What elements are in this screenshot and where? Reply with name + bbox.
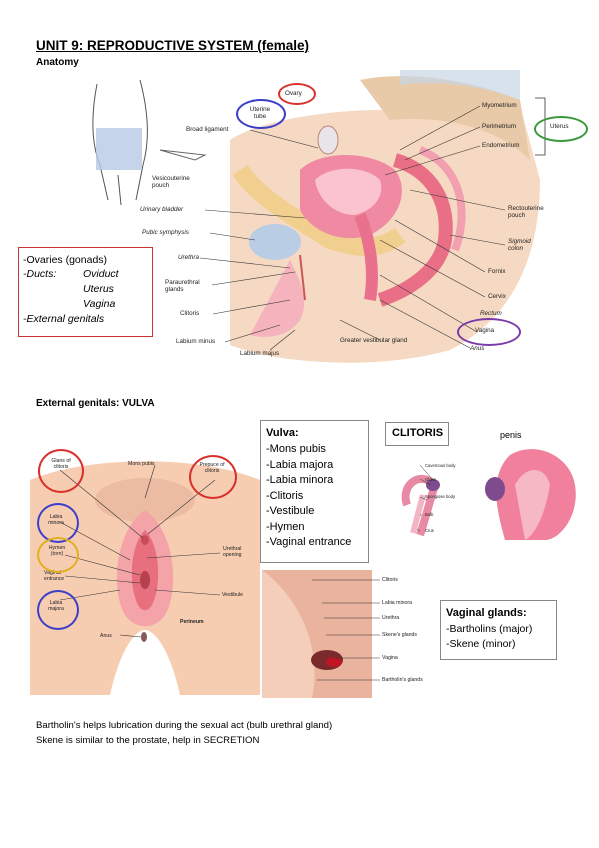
vulva-item: -Mons pubis bbox=[266, 443, 326, 455]
vagina-highlight-circle bbox=[457, 318, 521, 346]
vulva-illustration bbox=[30, 461, 260, 695]
label-pubic-symphysis: Pubic symphysis bbox=[142, 229, 189, 236]
label-clitoris: Clitoris bbox=[180, 310, 200, 317]
prepuce-highlight-circle bbox=[189, 455, 237, 499]
glands-item-skene: -Skene (minor) bbox=[446, 638, 516, 650]
label-vaginal-entrance: Vaginal entrance bbox=[44, 570, 65, 582]
label-mons-pubis: Mons pubis bbox=[128, 461, 155, 467]
label-anus: Anus bbox=[470, 345, 485, 352]
clitoris-label: Spongiose body bbox=[425, 494, 456, 499]
vulva-parts-box: Vulva: -Mons pubis -Labia majora -Labia … bbox=[260, 420, 369, 563]
label-sigmoid-colon: Sigmoid colon bbox=[508, 238, 531, 252]
clitoris-label: Crus bbox=[425, 528, 434, 533]
label-urethra: Urethra bbox=[178, 254, 199, 261]
photo-label-skenes-glands: Skene's glands bbox=[382, 632, 418, 638]
note-skene: Skene is similar to the prostate, help i… bbox=[36, 735, 260, 746]
vulva-item: -Vestibule bbox=[266, 505, 315, 517]
label-vestibule: Vestibule bbox=[222, 592, 244, 598]
photo-label-labia-minora: Labia minora bbox=[382, 600, 412, 606]
vulva-item: -Vaginal entrance bbox=[266, 536, 352, 548]
vulva-box-title: Vulva: bbox=[266, 427, 299, 439]
vulva-box-list: -Mons pubis -Labia majora -Labia minora … bbox=[266, 442, 351, 551]
summary-external-genitals: -External genitals bbox=[23, 313, 105, 325]
label-urethral-opening: Urethral opening bbox=[223, 546, 242, 558]
label-endometrium: Endometrium bbox=[482, 142, 520, 149]
vestibule-photo bbox=[262, 570, 380, 698]
section-heading-vulva: External genitals: VULVA bbox=[36, 398, 155, 409]
hymen-highlight-circle bbox=[37, 537, 79, 573]
clitoris-title-box: CLITORIS bbox=[385, 422, 449, 446]
label-labium-minus: Labium minus bbox=[176, 338, 216, 345]
summary-ovaries: -Ovaries (gonads) bbox=[23, 254, 108, 266]
pelvis-section bbox=[230, 70, 540, 363]
anatomy-summary-box: -Ovaries (gonads) -Ducts: Oviduct Uterus… bbox=[18, 247, 153, 337]
glands-box-title: Vaginal glands: bbox=[446, 607, 527, 619]
label-fornix: Fornix bbox=[488, 268, 506, 275]
photo-label-bartholins-glands: Bartholin's glands bbox=[382, 677, 423, 683]
clitoris-label: Bulb bbox=[425, 512, 434, 517]
clitoris-title: CLITORIS bbox=[392, 427, 444, 439]
label-paraurethral-glands: Paraurethral glands bbox=[165, 279, 200, 293]
labia-majora-highlight-circle bbox=[37, 590, 79, 630]
body-region-box bbox=[96, 128, 142, 170]
vulva-item: -Labia minora bbox=[266, 474, 334, 486]
uterine-tube-highlight-circle bbox=[236, 99, 286, 129]
summary-duct-oviduct: Oviduct bbox=[83, 268, 119, 280]
label-cervix: Cervix bbox=[488, 293, 506, 300]
label-vesicouterine-pouch: Vesicouterine pouch bbox=[152, 175, 190, 189]
uterus-highlight-circle bbox=[534, 116, 588, 142]
label-labium-majus: Labium majus bbox=[240, 350, 280, 357]
glands-item-bartholins: -Bartholins (major) bbox=[446, 623, 533, 635]
clitoris-label: Glans bbox=[425, 477, 436, 482]
clitoris-label: Cavernous body bbox=[425, 463, 456, 468]
clitoris-illustration bbox=[401, 449, 576, 540]
label-perineum: Perineum bbox=[180, 619, 204, 625]
photo-label-urethra: Urethra bbox=[382, 615, 400, 621]
label-greater-vestibular-gland: Greater vestibular gland bbox=[340, 337, 408, 344]
label-myometrium: Myometrium bbox=[482, 102, 517, 109]
label-perimetrium: Perimetrium bbox=[482, 123, 516, 130]
label-broad-ligament: Broad ligament bbox=[186, 126, 229, 133]
label-urinary-bladder: Urinary bladder bbox=[140, 206, 184, 213]
photo-label-clitoris: Clitoris bbox=[382, 577, 398, 583]
vaginal-glands-box: Vaginal glands: -Bartholins (major) -Ske… bbox=[440, 600, 557, 660]
summary-duct-uterus: Uterus bbox=[83, 283, 114, 295]
ovary-highlight-circle bbox=[278, 83, 316, 105]
penis-label: penis bbox=[500, 430, 522, 440]
label-rectouterine-pouch: Rectouterine pouch bbox=[508, 205, 544, 219]
summary-ducts-label: -Ducts: bbox=[23, 268, 57, 280]
section-heading-anatomy: Anatomy bbox=[36, 57, 79, 68]
summary-duct-vagina: Vagina bbox=[83, 298, 116, 310]
label-vulva-anus: Anus bbox=[100, 633, 112, 639]
label-rectum: Rectum bbox=[480, 310, 502, 317]
note-bartholins: Bartholin's helps lubrication during the… bbox=[36, 720, 333, 731]
page-title: UNIT 9: REPRODUCTIVE SYSTEM (female) bbox=[36, 38, 310, 53]
glans-highlight-circle bbox=[38, 449, 84, 493]
photo-label-vagina: Vagina bbox=[382, 655, 398, 661]
vulva-item: -Clitoris bbox=[266, 489, 304, 502]
anatomy-illustration bbox=[92, 70, 546, 363]
vulva-item: -Labia majora bbox=[266, 458, 334, 471]
vulva-item: -Hymen bbox=[266, 520, 305, 533]
